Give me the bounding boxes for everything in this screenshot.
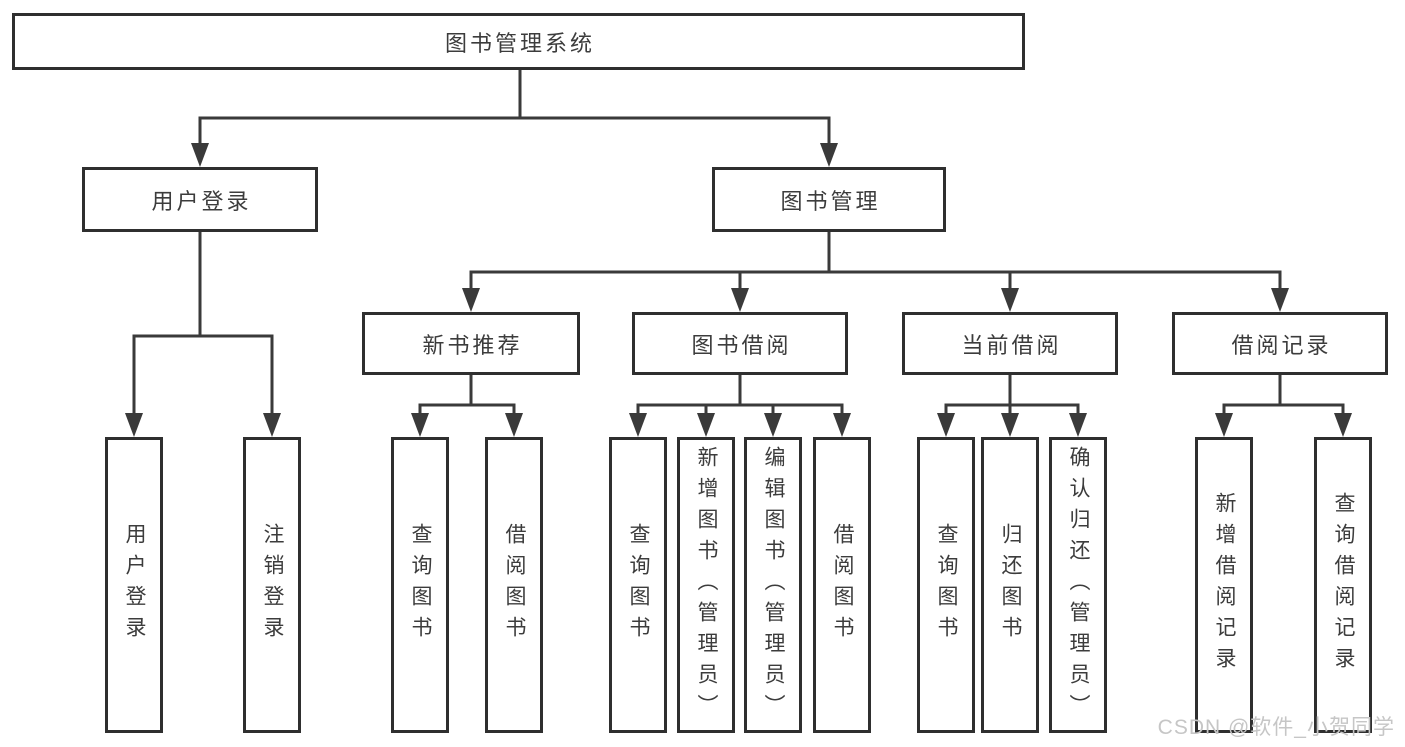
node-root: 图书管理系统	[12, 13, 1025, 70]
node-user-login-branch: 用户登录	[82, 167, 318, 232]
node-new-book-recommend: 新书推荐	[362, 312, 580, 375]
node-borrow-records: 借阅记录	[1172, 312, 1388, 375]
leaf-user-login: 用户登录	[105, 437, 163, 733]
leaf-br-query-record: 查询借阅记录	[1314, 437, 1372, 733]
leaf-cb-return-books: 归还图书	[981, 437, 1039, 733]
leaf-bb-add-books-admin: 新增图书（管理员）	[677, 437, 735, 733]
node-book-borrowing: 图书借阅	[632, 312, 848, 375]
leaf-cb-query-books: 查询图书	[917, 437, 975, 733]
leaf-bb-query-books: 查询图书	[609, 437, 667, 733]
leaf-nbr-query-books: 查询图书	[391, 437, 449, 733]
watermark: CSDN @软件_小贺同学	[1157, 716, 1395, 739]
leaf-bb-edit-books-admin: 编辑图书（管理员）	[744, 437, 802, 733]
leaf-nbr-borrow-books: 借阅图书	[485, 437, 543, 733]
leaf-cb-confirm-return-admin: 确认归还（管理员）	[1049, 437, 1107, 733]
node-book-management: 图书管理	[712, 167, 946, 232]
leaf-br-add-record: 新增借阅记录	[1195, 437, 1253, 733]
leaf-bb-borrow-books: 借阅图书	[813, 437, 871, 733]
leaf-logout-login: 注销登录	[243, 437, 301, 733]
node-current-borrowing: 当前借阅	[902, 312, 1118, 375]
